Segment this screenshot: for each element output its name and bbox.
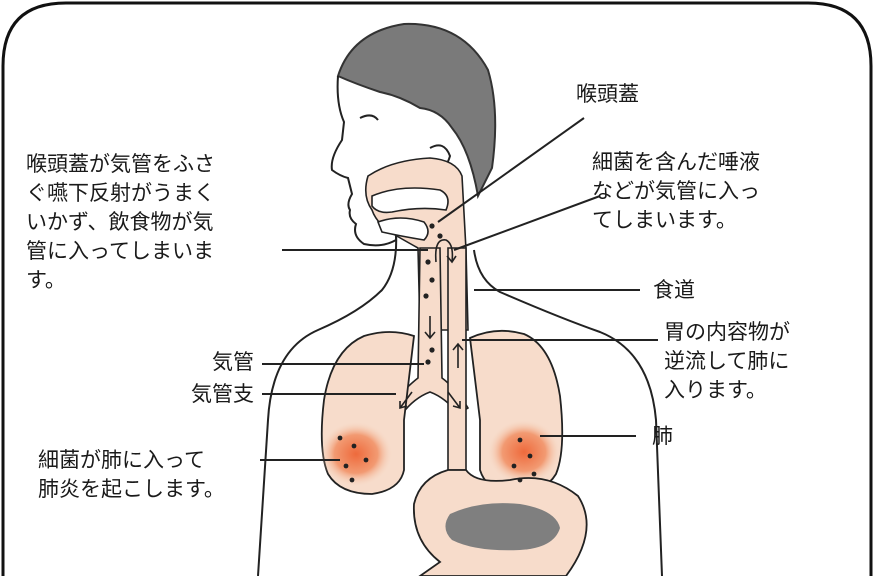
label-swallow-reflex: 喉頭蓋が気管をふさ ぐ嚥下反射がうまく いかず、飲食物が気 管に入ってしまいま …: [26, 150, 215, 295]
bacteria-dot: [528, 454, 533, 459]
label-stomach-reflux: 胃の内容物が 逆流して肺に 入ります。: [664, 318, 790, 405]
bacteria-dot: [532, 472, 537, 477]
bacteria-dot: [423, 293, 428, 298]
nasal-passage: [372, 188, 448, 212]
bacteria-dot: [512, 464, 517, 469]
bacteria-dot: [429, 277, 434, 282]
bacteria-dot: [518, 478, 523, 483]
label-trachea: 気管: [188, 348, 254, 377]
bacteria-dot: [518, 438, 523, 443]
bacteria-dot: [364, 458, 369, 463]
bacteria-dot: [437, 233, 442, 238]
right-lung-inflammation: [488, 420, 560, 484]
bacteria-dot: [425, 259, 430, 264]
bacteria-dot: [425, 359, 430, 364]
label-lung: 肺: [652, 422, 673, 451]
bacteria-dot: [350, 478, 355, 483]
bacteria-dot: [338, 436, 343, 441]
bacteria-dot: [429, 347, 434, 352]
label-saliva: 細菌を含んだ唾液 などが気管に入っ てしまいます。: [592, 148, 760, 235]
label-bronchi: 気管支: [158, 380, 254, 409]
bacteria-dot: [352, 444, 357, 449]
label-epiglottis: 喉頭蓋: [576, 80, 639, 109]
bacteria-dot: [429, 223, 434, 228]
bacteria-dot: [344, 464, 349, 469]
label-esophagus: 食道: [653, 276, 695, 305]
esophagus-tube: [448, 248, 466, 470]
label-pneumonia: 細菌が肺に入って 肺炎を起こします。: [38, 446, 225, 504]
left-lung-inflammation: [320, 422, 392, 486]
